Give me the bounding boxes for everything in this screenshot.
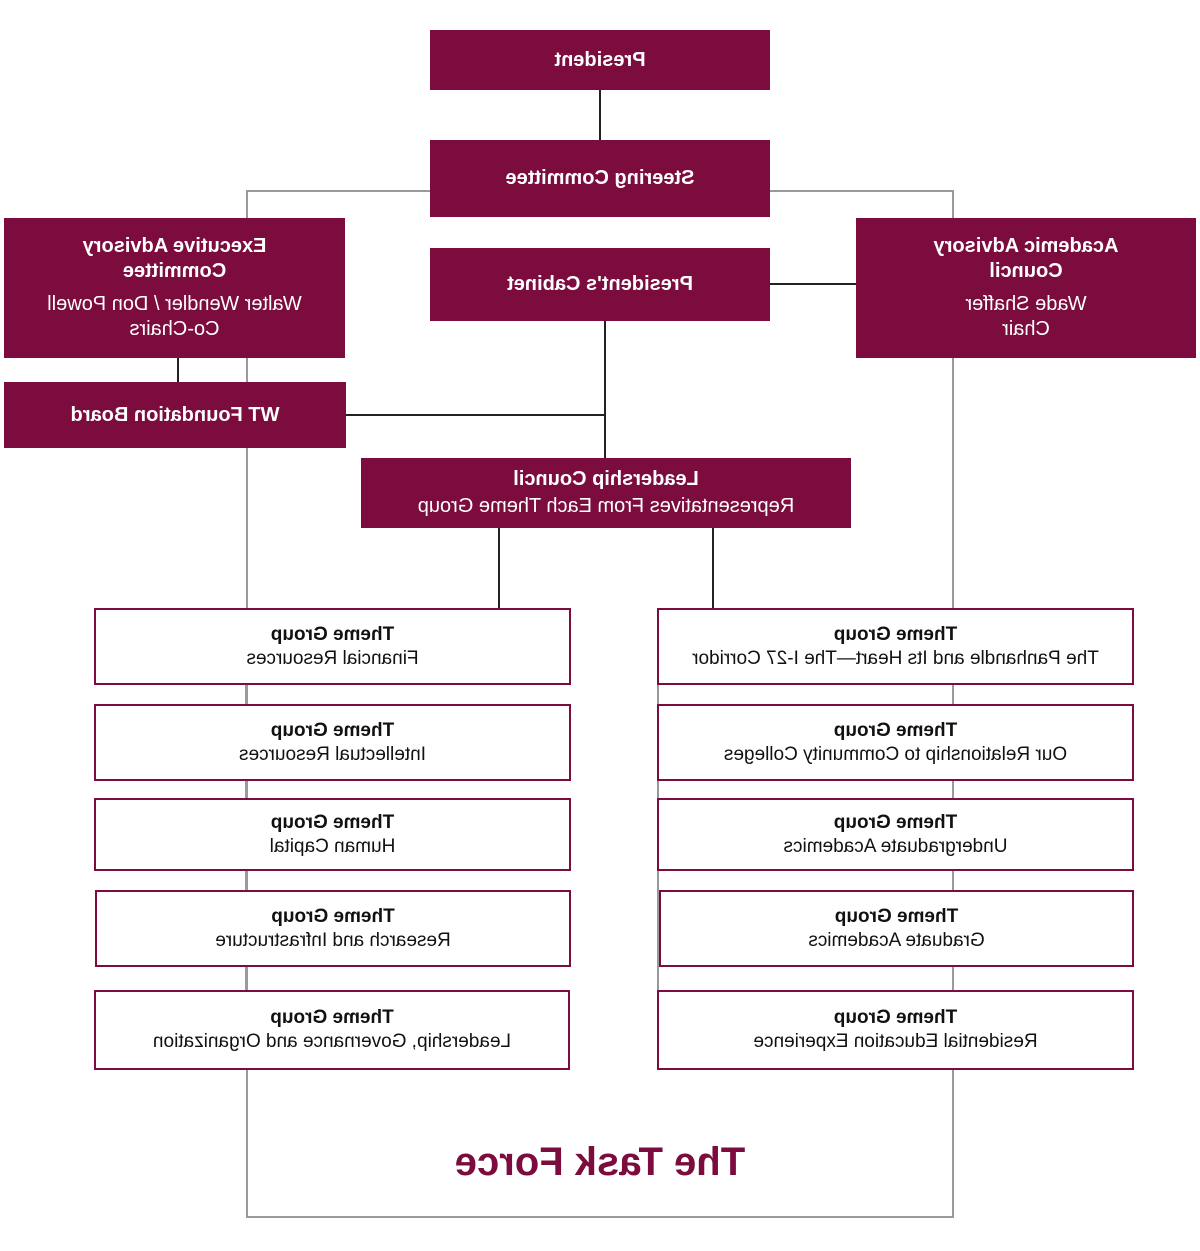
theme-group-name: Intellectual Resources <box>239 743 426 765</box>
academic-council-title: Academic Advisory Council <box>933 235 1119 282</box>
executive-advisory-committee-box: Executive Advisory Committee Walter Wend… <box>4 218 345 358</box>
theme-group-label: Theme Group <box>270 623 395 645</box>
executive-committee-title: Executive Advisory Committee <box>82 235 267 282</box>
presidents-cabinet-title: President's Cabinet <box>507 273 693 295</box>
academic-council-chair-role: Chair <box>1002 318 1050 340</box>
steering-committee-box: Steering Committee <box>430 140 770 217</box>
theme-group-box: Theme Group Financial Resources <box>94 608 571 685</box>
foundation-board-title: WT Foundation Board <box>70 403 280 426</box>
theme-group-box: Theme Group Undergraduate Academics <box>657 798 1134 871</box>
theme-group-box: Theme Group The Panhandle and Its Heart—… <box>657 608 1134 685</box>
executive-committee-chairs-names: Walter Wendler / Don Powell <box>47 293 302 315</box>
connector-foundation-cabinet <box>346 414 606 416</box>
theme-group-name: Research and Infrastructure <box>215 929 451 951</box>
task-force-frame-bottom <box>246 1216 954 1218</box>
theme-group-box: Theme Group Intellectual Resources <box>94 704 571 781</box>
academic-advisory-council-box: Academic Advisory Council Wade Shaffer C… <box>856 218 1196 358</box>
connector-cabinet-academic-council <box>770 283 856 285</box>
theme-group-label: Theme Group <box>833 1007 958 1029</box>
connector-council-right-groups <box>498 528 500 608</box>
theme-group-name: Our Relationship to Community Colleges <box>723 743 1068 765</box>
president-title: President <box>554 48 646 71</box>
leadership-council-title: Leadership Council <box>513 468 699 490</box>
theme-group-name: Leadership, Governance and Organization <box>152 1031 512 1052</box>
theme-group-name: Graduate Academics <box>808 929 985 951</box>
theme-group-box: Theme Group Our Relationship to Communit… <box>657 704 1134 781</box>
leadership-council-box: Leadership Council Representatives From … <box>361 458 851 528</box>
theme-group-box: Theme Group Research and Infrastructure <box>95 890 571 967</box>
presidents-cabinet-box: President's Cabinet <box>430 248 770 321</box>
task-force-title: The Task Force <box>454 1140 746 1184</box>
leadership-council-subtitle: Representatives From Each Theme Group <box>417 495 795 517</box>
theme-group-label: Theme Group <box>270 719 395 741</box>
theme-group-name: Undergraduate Academics <box>783 835 1008 857</box>
academic-council-chair-name: Wade Shaffer <box>965 293 1087 315</box>
president-box: President <box>430 30 770 90</box>
theme-group-label: Theme Group <box>270 811 395 833</box>
connector-cabinet-down <box>604 321 606 458</box>
theme-group-name: Residential Education Experience <box>753 1031 1038 1052</box>
wt-foundation-board-box: WT Foundation Board <box>4 382 346 448</box>
theme-group-box: Theme Group Leadership, Governance and O… <box>94 990 570 1070</box>
theme-group-label: Theme Group <box>270 1007 394 1029</box>
connector-executive-foundation <box>177 358 179 382</box>
executive-committee-chairs-role: Co-Chairs <box>129 318 220 340</box>
theme-group-label: Theme Group <box>833 719 958 741</box>
theme-group-box: Theme Group Graduate Academics <box>659 890 1134 967</box>
theme-group-label: Theme Group <box>833 623 958 645</box>
theme-group-name: The Panhandle and Its Heart—The I-27 Cor… <box>692 647 1099 669</box>
theme-group-label: Theme Group <box>833 811 958 833</box>
theme-group-name: Human Capital <box>269 835 396 857</box>
theme-group-label: Theme Group <box>271 905 395 927</box>
theme-group-box: Theme Group Human Capital <box>94 798 571 871</box>
theme-group-box: Theme Group Residential Education Experi… <box>657 990 1134 1070</box>
theme-group-label: Theme Group <box>834 905 959 927</box>
theme-group-name: Financial Resources <box>246 647 419 669</box>
steering-committee-title: Steering Committee <box>505 167 695 189</box>
connector-president-steering <box>599 90 601 140</box>
connector-council-left-groups <box>712 528 714 608</box>
